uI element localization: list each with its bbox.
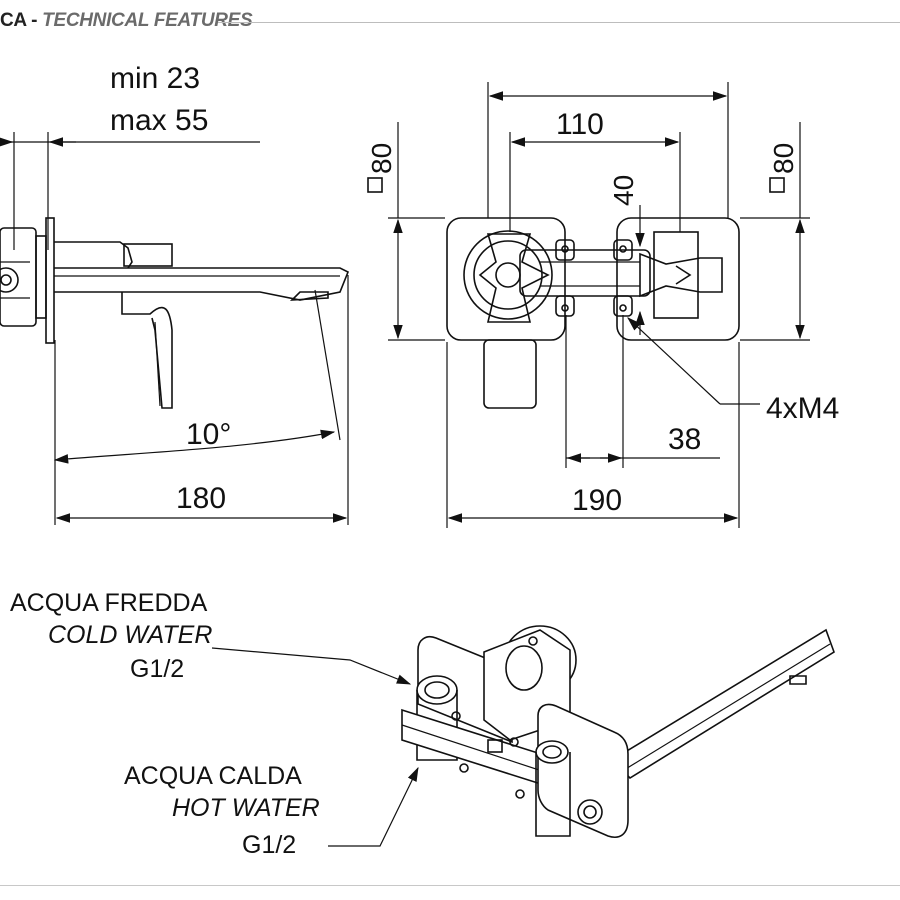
cold-water-en-label: COLD WATER [48, 621, 212, 649]
hot-water-it-label: ACQUA CALDA [124, 762, 302, 790]
gap-40-label: 40 [608, 175, 639, 206]
width-110-label: 110 [556, 108, 604, 141]
spout-angle-label: 10° [186, 418, 231, 451]
hot-water-en-label: HOT WATER [172, 794, 320, 822]
square-section-icon [769, 177, 785, 193]
footer-rule [0, 885, 900, 886]
height-80-left-label: 80 [366, 143, 397, 174]
side-view: min 23 max 55 10° 180 [0, 62, 350, 525]
brand-name: CA [0, 10, 27, 31]
screws-label: 4xM4 [766, 392, 839, 425]
page-title: CA - TECHNICAL FEATURES [0, 10, 253, 32]
section-subtitle: TECHNICAL FEATURES [42, 10, 253, 31]
spout-length-label: 180 [176, 482, 226, 515]
front-view: 110 80 80 40 4xM4 38 190 [366, 82, 839, 528]
spacing-38-label: 38 [668, 423, 701, 456]
height-80-right-label: 80 [768, 143, 799, 174]
cold-water-it-label: ACQUA FREDDA [10, 589, 208, 617]
isometric-view: ACQUA FREDDA COLD WATER G1/2 ACQUA CALDA… [10, 589, 835, 859]
cold-thread-label: G1/2 [130, 655, 184, 683]
square-section-icon [367, 177, 383, 193]
title-separator: - [26, 10, 43, 31]
header-rule [218, 22, 900, 23]
width-190-label: 190 [572, 484, 622, 517]
hot-thread-label: G1/2 [242, 831, 296, 859]
page-header: CA - TECHNICAL FEATURES [0, 0, 900, 44]
max-depth-label: max 55 [110, 104, 208, 137]
min-depth-label: min 23 [110, 62, 200, 95]
